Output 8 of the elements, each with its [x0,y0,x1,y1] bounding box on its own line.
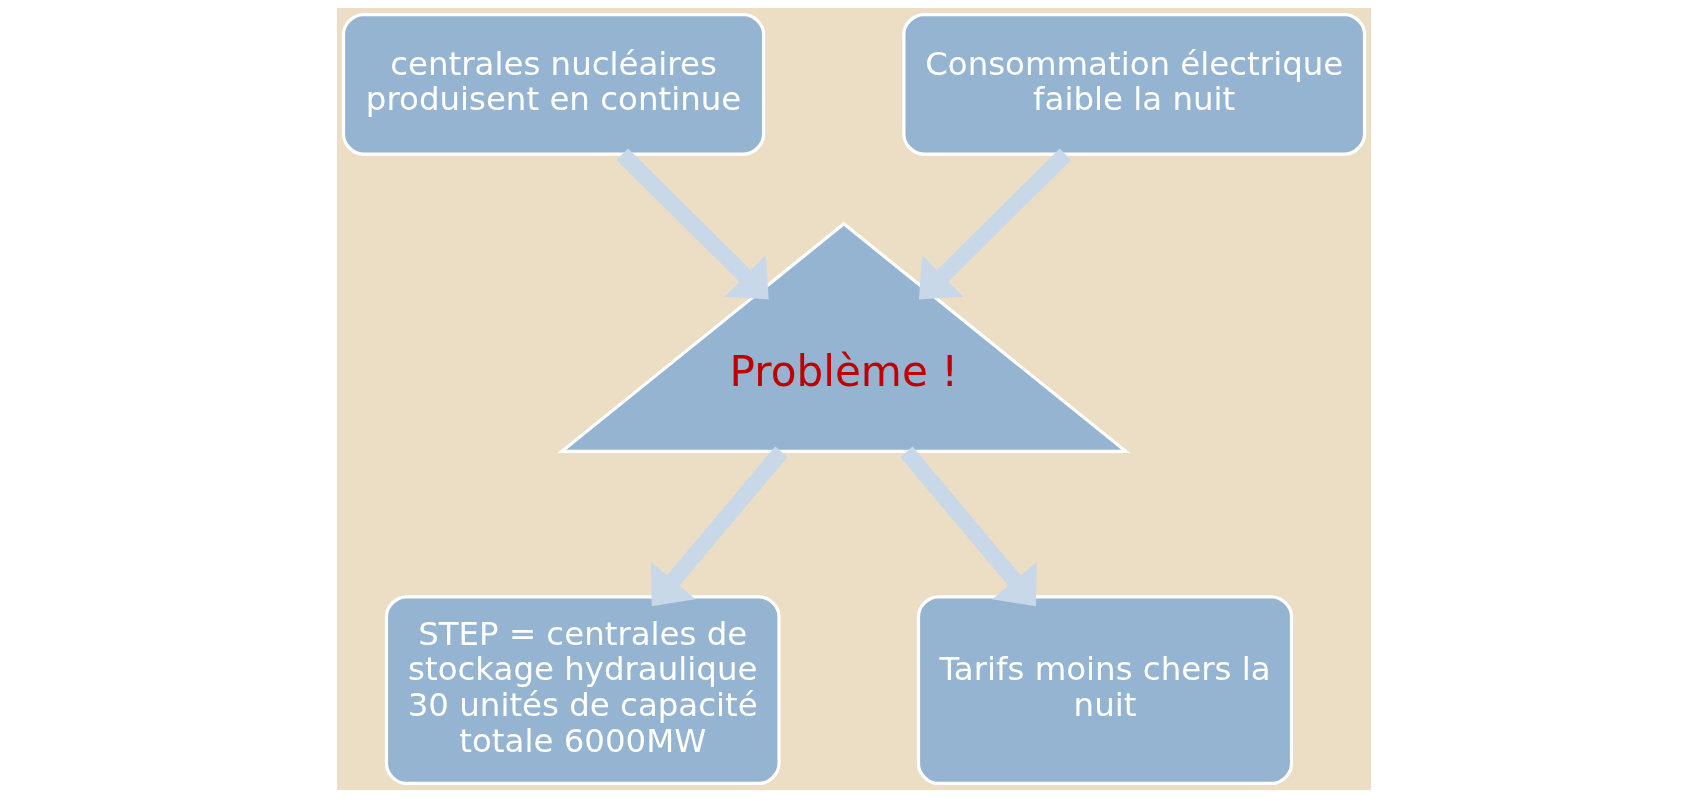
node-box: Tarifs moins chers la nuit [916,595,1294,785]
arrow [616,148,769,300]
arrow [919,148,1072,300]
arrow [900,446,1037,607]
arrow [650,446,788,607]
node-box: Consommation électrique faible la nuit [902,13,1367,156]
node-box: STEP = centrales de stockage hydraulique 30 unités de capacité totale 6000MW [384,595,781,785]
node-box: centrales nucléaires produisent en continue [341,13,766,156]
